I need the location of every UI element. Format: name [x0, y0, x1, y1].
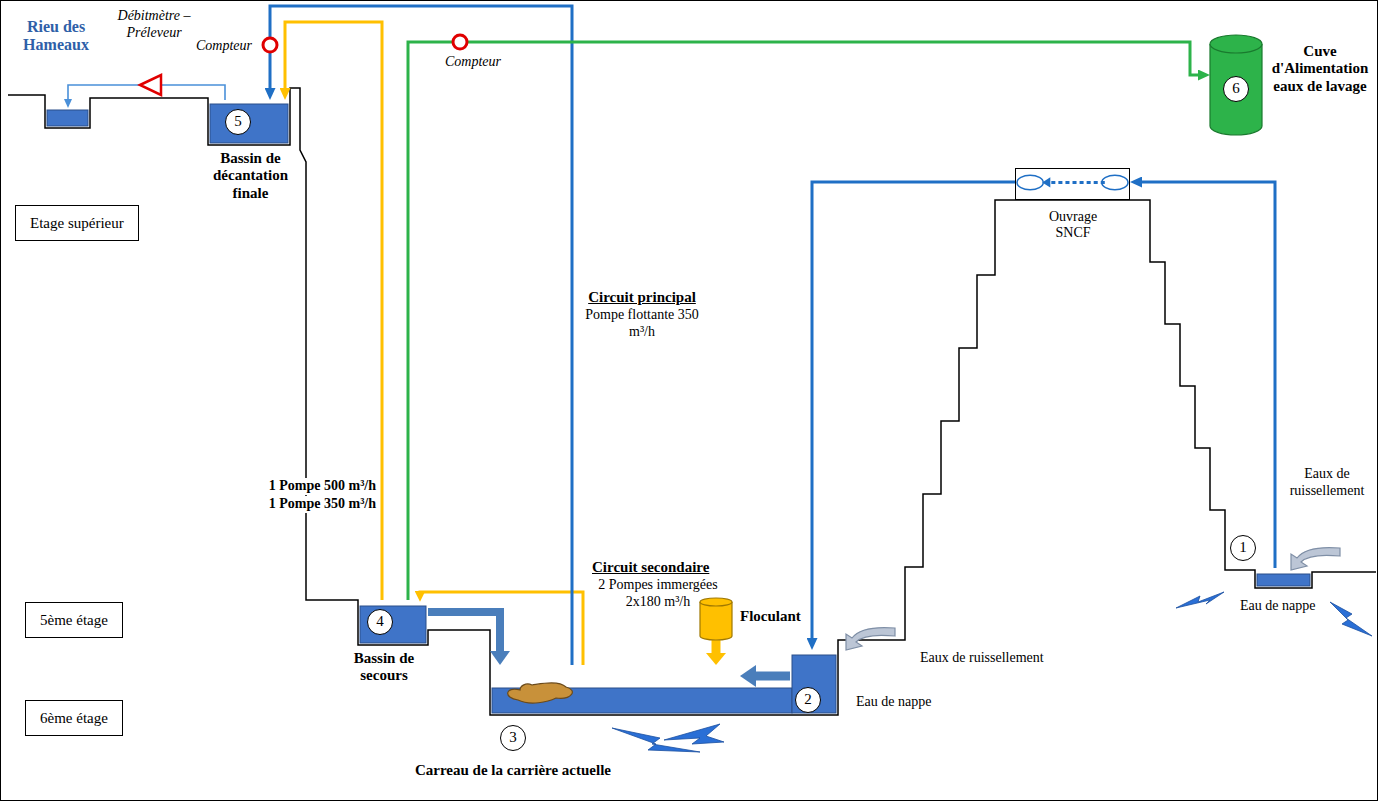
level-box: Etage supérieur	[15, 205, 139, 241]
basin-caption: Bassin de décantation finale	[203, 150, 298, 202]
level-label: Etage supérieur	[30, 214, 124, 232]
meter-symbol	[453, 35, 467, 49]
emergency-basin: 4Bassin de secours	[358, 600, 428, 645]
stream-name: Rieu des Hameaux	[10, 18, 102, 55]
pipe-arrow	[1042, 177, 1050, 187]
pump-pipe	[285, 22, 382, 600]
instrument-label: Débitmètre – Préleveur	[108, 8, 200, 42]
overflow-arrow	[428, 612, 500, 654]
wash-water-tank: 6Cuve d'Alimentation eaux de lavage	[1210, 35, 1262, 135]
callout-number: 1	[1230, 535, 1256, 561]
runoff-arrows	[846, 547, 1340, 650]
cylinder-body	[700, 602, 732, 640]
cylinder-body	[1210, 44, 1262, 135]
cylinder-outline	[700, 598, 732, 640]
basin-caption: Eau de nappe	[1240, 598, 1315, 614]
settling-basin: 5Bassin de décantation finale	[208, 100, 290, 145]
runoff-label: Eaux de ruissellement	[920, 650, 1044, 667]
water-pipe	[1140, 182, 1275, 568]
level-label: 5ème étage	[40, 611, 108, 629]
structure-caption: Ouvrage SNCF	[1038, 209, 1108, 241]
wash-water-pipe	[408, 42, 1200, 600]
groundwater-bolts	[612, 592, 1372, 752]
meter-label: Compteur	[196, 38, 252, 55]
tank-caption: Cuve d'Alimentation eaux de lavage	[1266, 43, 1374, 95]
secondary-pipe	[420, 592, 583, 665]
basin-caption: Carreau de la carrière actuelle	[383, 762, 643, 779]
groundwater-basin: 2Eau de nappe	[790, 650, 836, 713]
quarry-floor-basin: 3Carreau de la carrière actuelle	[493, 665, 740, 715]
rail-structure: Ouvrage SNCF	[1015, 168, 1130, 200]
flow-arrow	[753, 672, 790, 681]
meter-symbol	[263, 38, 277, 52]
runoff-basin: 1Eau de nappe	[1255, 568, 1312, 588]
basin-caption: Bassin de secours	[334, 650, 434, 685]
cylinder-top	[700, 598, 732, 606]
callout-number: 4	[367, 609, 393, 635]
cylinder-top	[1210, 35, 1262, 53]
water-pipe	[812, 182, 1015, 640]
level-label: 6ème étage	[40, 709, 108, 727]
runoff-label: Eaux de ruissellement	[1280, 466, 1374, 500]
pipe-opening	[1017, 175, 1043, 189]
structure-inner	[1016, 169, 1129, 199]
dosing-arrow	[712, 640, 721, 655]
terrain-profile	[8, 88, 1376, 715]
callout-number: 5	[225, 109, 251, 135]
sludge	[508, 683, 573, 703]
callout-number: 2	[795, 687, 821, 713]
flocculant-tank: Floculant	[700, 598, 732, 640]
pipe-opening	[1102, 175, 1128, 189]
water	[47, 104, 1310, 713]
main-pipe	[270, 6, 572, 665]
callout-number: 3	[500, 725, 526, 751]
meter-label: Compteur	[445, 54, 501, 71]
tank-caption: Floculant	[740, 608, 801, 625]
pump-label: Pompe flottante 350 m³/h	[582, 307, 702, 341]
callout-number: 6	[1223, 76, 1249, 102]
circuit-title: Circuit principal	[582, 288, 702, 306]
pump-label: 1 Pompe 350 m³/h	[240, 496, 376, 513]
level-box: 5ème étage	[25, 602, 123, 638]
flowmeter-symbol	[140, 75, 161, 95]
buried-pipe	[1046, 181, 1105, 184]
pump-label: 1 Pompe 500 m³/h	[240, 478, 376, 495]
level-box: 6ème étage	[25, 700, 123, 736]
circuit-title: Circuit secondaire	[592, 558, 709, 576]
basin-caption: Eau de nappe	[856, 694, 931, 710]
pump-label: 2 Pompes immergées 2x180 m³/h	[592, 577, 724, 611]
stream-basin: Rieu des Hameaux	[45, 108, 90, 128]
